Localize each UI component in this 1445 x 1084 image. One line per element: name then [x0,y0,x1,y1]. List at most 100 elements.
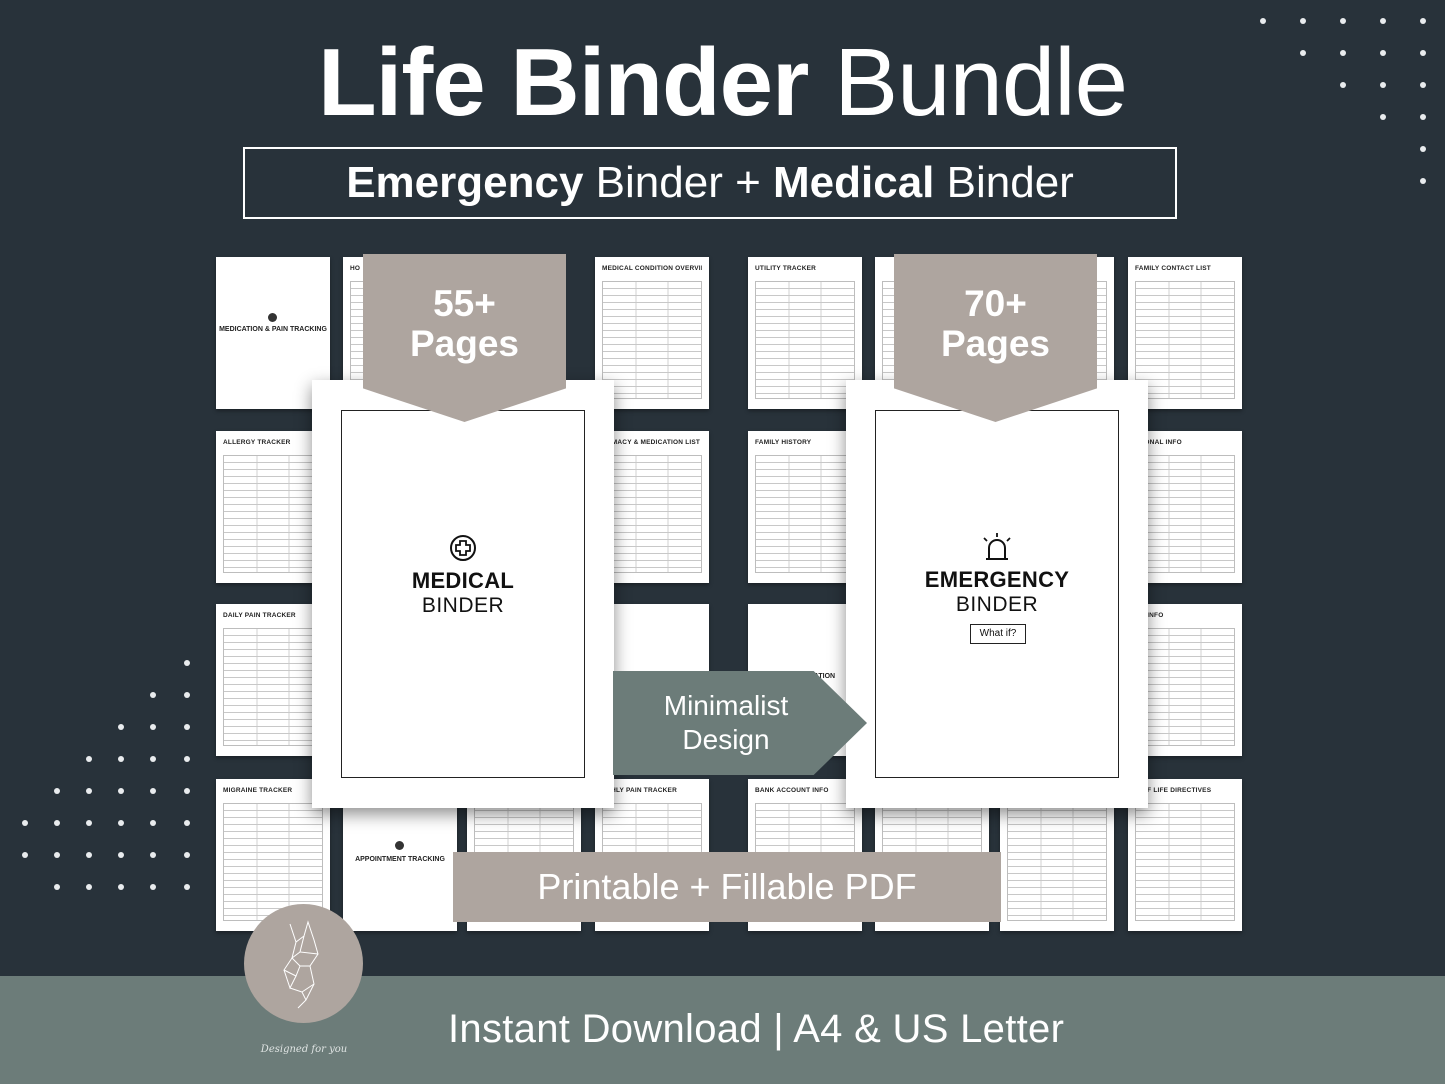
thumbnail-label: UTILITY TRACKER [755,265,817,272]
dot [54,884,60,890]
thumbnail-label: BANK ACCOUNT INFO [755,787,829,794]
dot [150,884,156,890]
thumbnail-label: ME INFO [1135,612,1164,619]
dot [184,692,190,698]
dot [150,756,156,762]
dot [1260,18,1266,24]
thumbnail-label: RSONAL INFO [1135,439,1182,446]
dot [1380,50,1386,56]
calendar-icon [395,841,404,850]
emergency-binder-cover: EMERGENCY BINDER What if? [846,380,1148,808]
dot [1380,82,1386,88]
thumbnail-label: D OF LIFE DIRECTIVES [1135,787,1212,794]
dot [184,724,190,730]
subtitle-emergency: Emergency [346,158,584,207]
title-bold: Life Binder [318,29,809,136]
thumbnail-family-history: FAMILY HISTORY [748,431,862,583]
dot [54,788,60,794]
dot [1300,18,1306,24]
dot [184,756,190,762]
cover-title-binder: BINDER [955,593,1039,616]
dot [54,820,60,826]
dot [1340,50,1346,56]
thumbnail-personal-info: RSONAL INFO [1128,431,1242,583]
thumbnail-label: MEDICATION & PAIN TRACKING [219,326,327,333]
medical-binder-cover: MEDICAL BINDER [312,380,614,808]
dot [1300,50,1306,56]
subtitle-binder-plus: Binder + [595,158,761,207]
dot [1380,114,1386,120]
instant-download-text: Instant Download | A4 & US Letter [448,1007,1065,1051]
dot [1420,82,1426,88]
dot [1420,178,1426,184]
dot [1340,18,1346,24]
thumbnail-label: MEDICAL CONDITION OVERVIEW [602,265,702,272]
dot [184,788,190,794]
dot [1420,146,1426,152]
dot [1380,18,1386,24]
dot [184,820,190,826]
thumbnail-label: APPOINTMENT TRACKING [355,856,445,863]
thumbnail-daily-pain: DAILY PAIN TRACKER [216,604,330,756]
thumbnail-allergy: ALLERGY TRACKER [216,431,330,583]
thumbnail-label: MATION [808,673,836,680]
dot [184,884,190,890]
arrow-line2: Design [682,724,770,755]
dot [86,788,92,794]
wolf-logo [244,904,363,1023]
dot [118,820,124,826]
main-title: Life Binder Bundle [0,28,1445,138]
dot [118,756,124,762]
dot [184,852,190,858]
wolf-icon [283,920,319,1009]
dot [86,852,92,858]
dot [54,852,60,858]
subtitle-box: Emergency Binder + Medical Binder [243,147,1177,219]
badge-pages: Pages [409,323,519,364]
badge-count: 55+ [433,283,496,324]
thumbnail-label: NTHLY PAIN TRACKER [602,787,677,794]
dot [184,660,190,666]
dot [150,820,156,826]
dot [150,788,156,794]
thumbnail-label: FAMILY CONTACT LIST [1135,265,1211,272]
dot [1340,82,1346,88]
dot [118,788,124,794]
siren-icon [983,533,1011,560]
bottom-bar [0,976,1445,1084]
cover-title-medical: MEDICAL [411,568,515,593]
thumbnail-label: FAMILY HISTORY [755,439,812,446]
dot [86,884,92,890]
cover-title-emergency: EMERGENCY [924,567,1070,592]
medical-page-count-badge: 55+ Pages [363,254,566,422]
thumbnail-medical-condition: MEDICAL CONDITION OVERVIEW [595,257,709,409]
cover-title-binder: BINDER [421,594,505,617]
dot [22,852,28,858]
dot [118,852,124,858]
printable-fillable-banner: Printable + Fillable PDF [453,852,1001,922]
dot [22,820,28,826]
badge-pages: Pages [940,323,1050,364]
thumbnail-label: DAILY PAIN TRACKER [223,612,296,619]
pill-icon [268,313,277,322]
subtitle-binder: Binder [946,158,1074,207]
arrow-line1: Minimalist [663,690,789,721]
medical-cross-icon [450,535,476,561]
dot [86,820,92,826]
subtitle-medical: Medical [773,158,935,207]
thumbnail-label: ALLERGY TRACKER [223,439,291,446]
thumbnail-label: HO [350,265,361,272]
thumbnail-pharmacy: ARMACY & MEDICATION LIST [595,431,709,583]
dot [1420,18,1426,24]
dot [150,852,156,858]
what-if-tag: What if? [970,624,1026,644]
badge-count: 70+ [964,283,1027,324]
thumbnail-medication-pain: MEDICATION & PAIN TRACKING [216,257,330,409]
dot [150,724,156,730]
dot [150,692,156,698]
dot [1420,114,1426,120]
thumbnail-label: ARMACY & MEDICATION LIST [602,439,701,446]
dot [118,884,124,890]
dot [1420,50,1426,56]
thumbnail-utility: UTILITY TRACKER [748,257,862,409]
